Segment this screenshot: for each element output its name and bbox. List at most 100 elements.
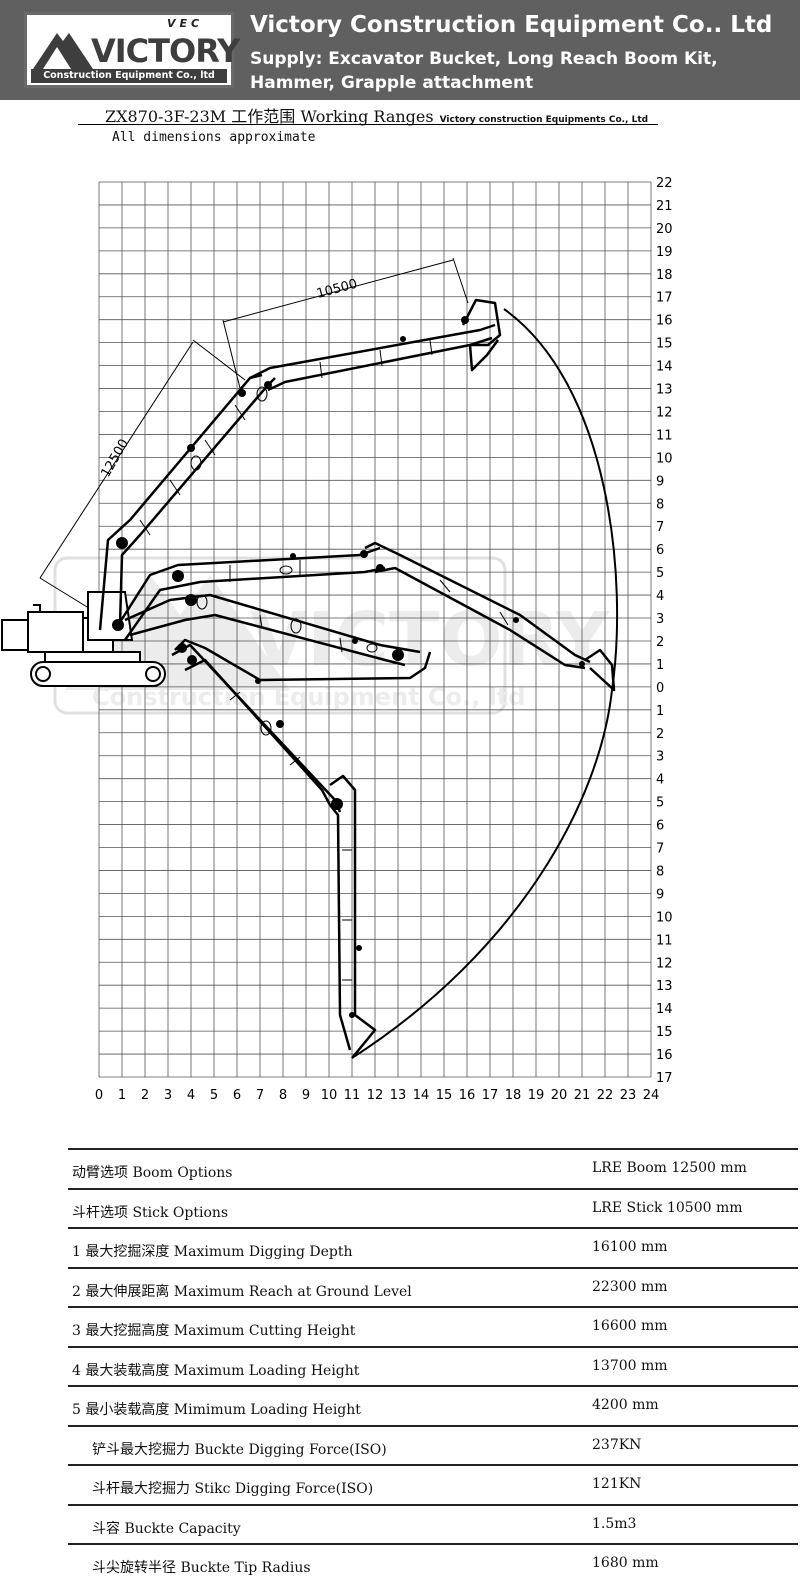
spec-row: 铲斗最大挖掘力 Buckte Digging Force(ISO) 237KN: [68, 1424, 798, 1465]
spec-label: 斗杆最大挖掘力 Stikc Digging Force(ISO): [92, 1481, 374, 1497]
spec-label: 4 最大装载高度 Maximum Loading Height: [72, 1362, 360, 1379]
x-tick-label: 16: [459, 1088, 476, 1103]
y-axis-ticks: 2221201918171615141312111098765432101234…: [656, 176, 673, 1086]
arm-deep-details: [229, 691, 352, 981]
y-tick-label: 10: [656, 910, 673, 925]
arm-high-details: [139, 339, 433, 536]
y-tick-label: 13: [656, 979, 673, 994]
spec-label: 动臂选项 Boom Options: [72, 1165, 233, 1181]
y-tick-label: 20: [656, 222, 673, 237]
x-tick-label: 13: [390, 1088, 407, 1103]
spec-value: LRE Stick 10500 mm: [592, 1199, 743, 1216]
x-tick-label: 3: [164, 1088, 172, 1103]
spec-label: 1 最大挖掘深度 Maximum Digging Depth: [72, 1244, 353, 1260]
y-tick-label: 8: [656, 864, 664, 879]
x-tick-label: 5: [210, 1088, 218, 1103]
x-tick-label: 1: [118, 1088, 126, 1103]
spec-label: 3 最大挖掘高度 Maximum Cutting Height: [72, 1323, 356, 1339]
header-bar: VEC VICTORY Construction Equipment Co., …: [0, 0, 800, 100]
spec-value: 1680 mm: [592, 1555, 659, 1571]
y-tick-label: 22: [656, 176, 673, 191]
spec-value: 16100 mm: [592, 1239, 668, 1255]
y-tick-label: 3: [656, 612, 664, 627]
y-tick-label: 0: [656, 681, 664, 696]
y-tick-label: 17: [656, 1071, 673, 1086]
specs-table: 动臂选项 Boom Options LRE Boom 12500 mm 斗杆选项 S…: [68, 1148, 798, 1583]
dimensions-note: All dimensions approximate: [112, 130, 316, 145]
x-tick-label: 22: [597, 1088, 614, 1103]
x-tick-label: 2: [141, 1088, 149, 1103]
y-tick-label: 11: [656, 428, 673, 443]
y-tick-label: 15: [656, 1025, 673, 1040]
x-tick-label: 21: [574, 1088, 591, 1103]
y-tick-label: 1: [656, 658, 664, 673]
spec-value: 237KN: [592, 1436, 642, 1453]
stick-dimension: [222, 257, 469, 389]
y-tick-label: 9: [656, 474, 664, 489]
y-tick-label: 5: [656, 796, 664, 811]
arm-ground-details: [259, 614, 378, 653]
y-tick-label: 7: [656, 842, 664, 857]
spec-row: 动臂选项 Boom Options LRE Boom 12500 mm: [68, 1148, 798, 1188]
x-tick-label: 18: [505, 1088, 522, 1103]
excavator-base: [1, 591, 166, 687]
company-logo: VEC VICTORY Construction Equipment Co., …: [24, 12, 240, 88]
x-tick-label: 9: [302, 1088, 310, 1103]
spec-row: 1 最大挖掘深度 Maximum Digging Depth 16100 mm: [68, 1227, 798, 1267]
y-tick-label: 16: [656, 1048, 673, 1063]
y-tick-label: 7: [656, 520, 664, 535]
y-tick-label: 11: [656, 933, 673, 948]
y-tick-label: 2: [656, 727, 664, 742]
arm-high-position: [98, 298, 502, 631]
spec-row: 斗杆最大挖掘力 Stikc Digging Force(ISO) 121KN: [68, 1464, 798, 1504]
y-tick-label: 4: [656, 773, 664, 788]
y-tick-label: 6: [656, 543, 664, 558]
y-tick-label: 12: [656, 405, 673, 420]
title-underline: [78, 124, 658, 125]
y-tick-label: 12: [656, 956, 673, 971]
spec-value: 121KN: [592, 1476, 642, 1492]
y-tick-label: 17: [656, 291, 673, 306]
x-tick-label: 11: [344, 1088, 361, 1103]
chart-title: ZX870-3F-23M 工作范围 Working Ranges Victory …: [105, 103, 648, 127]
y-tick-label: 4: [656, 589, 664, 604]
spec-label: 斗容 Buckte Capacity: [92, 1520, 241, 1537]
y-tick-label: 21: [656, 199, 673, 214]
spec-row: 3 最大挖掘高度 Maximum Cutting Height 16600 mm: [68, 1306, 798, 1346]
y-tick-label: 15: [656, 337, 673, 352]
x-tick-label: 4: [187, 1088, 195, 1103]
x-tick-label: 20: [551, 1088, 568, 1103]
spec-row: 斗杆选项 Stick Options LRE Stick 10500 mm: [68, 1187, 798, 1228]
y-tick-label: 9: [656, 887, 664, 902]
x-tick-label: 23: [620, 1088, 637, 1103]
y-tick-label: 5: [656, 566, 664, 581]
y-tick-label: 14: [656, 1002, 673, 1017]
y-tick-label: 18: [656, 268, 673, 283]
spec-label: 2 最大伸展距离 Maximum Reach at Ground Level: [72, 1283, 412, 1300]
working-range-diagram: VICTORY Construction Equipment Co., ltd …: [1, 176, 673, 1103]
x-tick-label: 17: [482, 1088, 499, 1103]
x-tick-label: 6: [233, 1088, 241, 1103]
spec-value: 16600 mm: [592, 1318, 668, 1334]
x-tick-label: 7: [256, 1088, 264, 1103]
chart-title-text: ZX870-3F-23M 工作范围 Working Ranges: [105, 107, 434, 126]
y-tick-label: 13: [656, 383, 673, 398]
y-tick-label: 14: [656, 360, 673, 375]
spec-label: 铲斗最大挖掘力 Buckte Digging Force(ISO): [92, 1441, 387, 1458]
spec-value: 13700 mm: [592, 1357, 668, 1374]
chart-company-text: Victory construction Equipments Co., Ltd: [439, 115, 649, 125]
x-tick-label: 8: [279, 1088, 287, 1103]
y-tick-label: 16: [656, 314, 673, 329]
logo-mountain-icon: [33, 33, 93, 69]
x-tick-label: 19: [528, 1088, 545, 1103]
spec-label: 斗杆选项 Stick Options: [72, 1204, 229, 1221]
working-range-envelope: [351, 308, 619, 1059]
spec-row: 2 最大伸展距离 Maximum Reach at Ground Level 22…: [68, 1266, 798, 1307]
grid: [98, 181, 652, 1078]
spec-value: 22300 mm: [592, 1278, 668, 1295]
x-tick-label: 14: [413, 1088, 430, 1103]
spec-value: LRE Boom 12500 mm: [592, 1160, 747, 1176]
